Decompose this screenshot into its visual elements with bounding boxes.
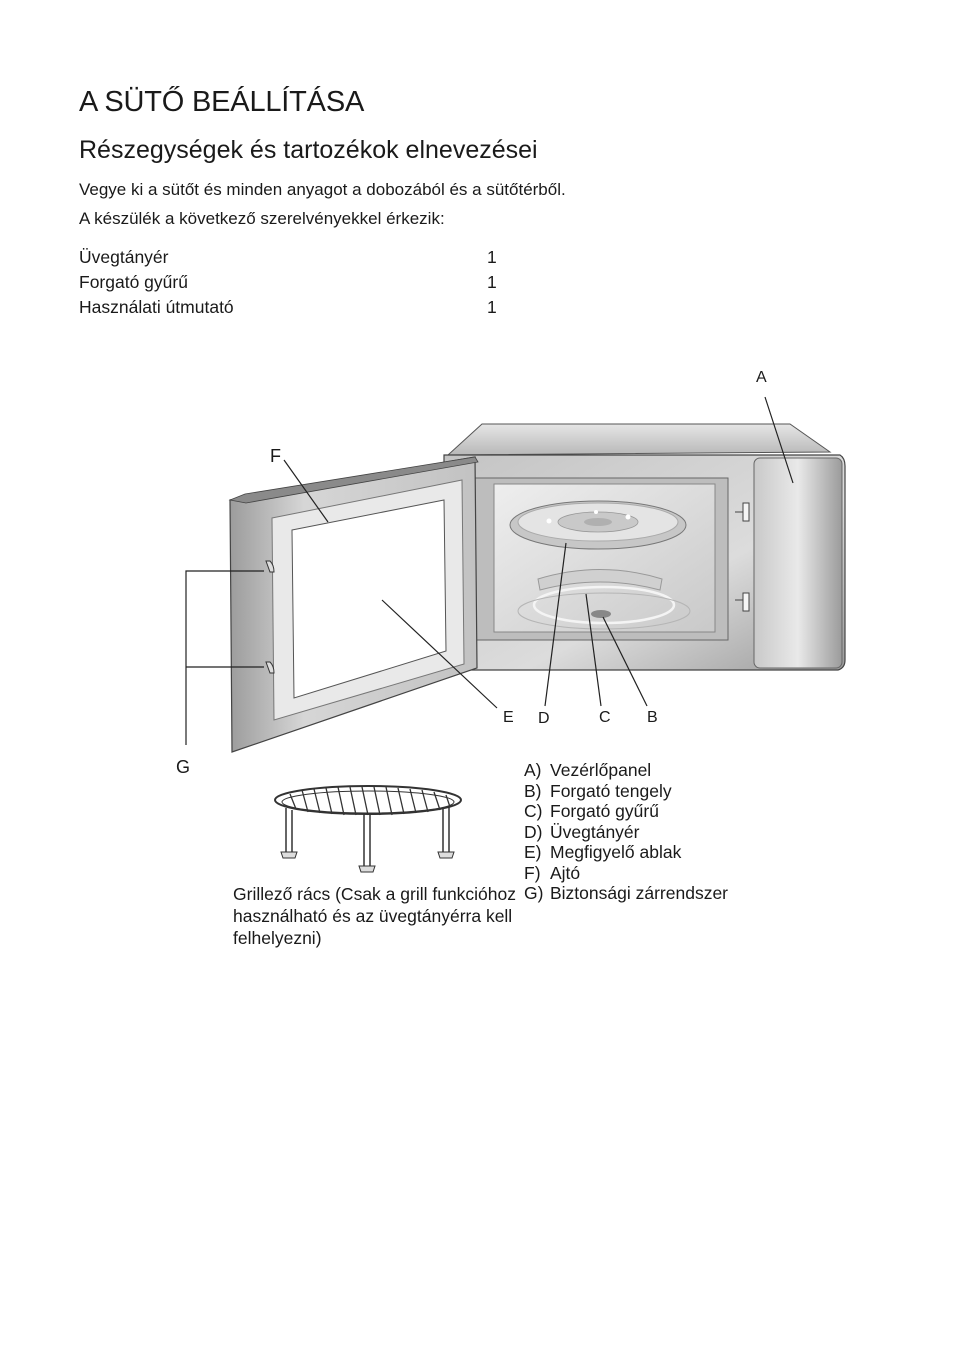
legend-key: E) [524,842,542,862]
intro-text-2: A készülék a következő szerelvényekkel é… [79,209,445,228]
legend-item: F) Ajtó [524,863,728,884]
latch-slot [742,592,750,612]
accessory-name: Használati útmutató [79,297,234,317]
legend-item: B) Forgató tengely [524,781,728,802]
intro-text-1: Vegye ki a sütőt és minden anyagot a dob… [79,180,566,199]
legend-text: Ajtó [550,862,581,883]
legend-item: D) Üvegtányér [524,822,728,843]
grill-rack-caption: Grillező rács (Csak a grill funkcióhoz h… [233,884,517,948]
latch-slot [742,502,750,522]
door [228,456,479,753]
callout-f: F [270,446,281,466]
microwave-body [443,423,846,671]
legend-key: C) [524,801,543,821]
legend-item: C) Forgató gyűrű [524,801,728,822]
legend-item: E) Megfigyelő ablak [524,842,728,863]
page-title: A SÜTŐ BEÁLLÍTÁSA [79,86,365,118]
accessory-qty: 1 [487,297,497,317]
accessory-qty: 1 [487,247,497,267]
page-subtitle: Részegységek és tartozékok elnevezései [79,136,538,164]
parts-legend: A) Vezérlőpanel B) Forgató tengely C) Forga… [524,760,728,904]
control-panel [753,457,843,669]
legend-text: Üvegtányér [550,821,640,842]
callout-b: B [647,709,658,726]
legend-text: Megfigyelő ablak [550,842,682,862]
callout-c: C [599,709,611,726]
callout-e: E [503,709,514,726]
callout-a: A [756,369,767,386]
legend-key: D) [524,821,543,842]
legend-text: Forgató gyűrű [550,801,659,821]
legend-text: Vezérlőpanel [550,760,652,780]
door-latch-hook [265,661,275,674]
legend-item: A) Vezérlőpanel [524,760,728,781]
legend-key: A) [524,760,542,780]
legend-key: B) [524,780,542,801]
leader-lines [185,396,794,745]
legend-text: Biztonsági zárrendszer [550,883,728,903]
rotation-shaft [591,610,611,618]
accessory-qty: 1 [487,272,497,292]
rotating-ring [537,569,663,591]
callout-g: G [176,757,191,777]
legend-key: F) [524,862,541,883]
accessory-name: Üvegtányér [79,247,169,267]
legend-key: G) [524,883,544,903]
callout-d: D [538,710,550,727]
grill-rack [274,785,462,873]
door-latch-hook [265,560,275,573]
legend-text: Forgató tengely [550,780,672,801]
accessory-name: Forgató gyűrű [79,272,188,292]
observation-window [291,499,447,699]
legend-item: G) Biztonsági zárrendszer [524,883,728,904]
